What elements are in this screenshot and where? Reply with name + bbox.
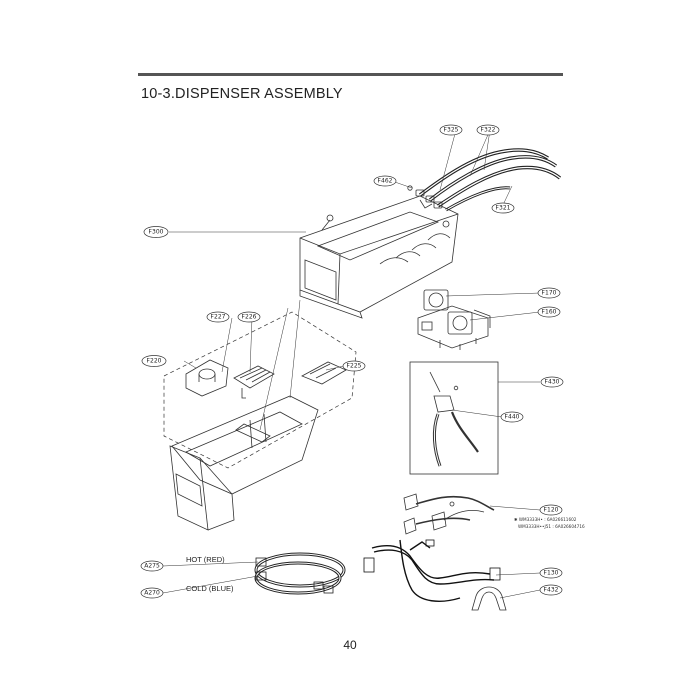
label-f227: F227 bbox=[211, 314, 226, 321]
callout-f462 bbox=[373, 175, 397, 187]
f120-note-line2: WM3333H••J51 : 6A026604716 bbox=[518, 524, 585, 529]
label-f440: F440 bbox=[505, 414, 520, 421]
label-f226: F226 bbox=[242, 314, 257, 321]
cold-hose-label: COLD (BLUE) bbox=[186, 584, 234, 593]
dispenser-drawer bbox=[169, 395, 319, 531]
callout-f227 bbox=[206, 311, 230, 323]
callout-f226 bbox=[237, 311, 261, 323]
label-f160: F160 bbox=[542, 309, 557, 316]
callout-f432 bbox=[539, 584, 563, 596]
inlet-hoses bbox=[254, 552, 346, 595]
callout-f325 bbox=[439, 124, 463, 136]
callout-f130 bbox=[539, 567, 563, 579]
hose-bundle bbox=[418, 148, 562, 212]
main-wire-harness bbox=[363, 539, 501, 602]
callout-f225 bbox=[342, 360, 366, 372]
label-a270: A270 bbox=[144, 590, 160, 597]
dispenser-housing bbox=[299, 195, 459, 319]
water-inlet-valve bbox=[417, 289, 491, 350]
label-a275: A275 bbox=[144, 563, 160, 570]
callout-a270 bbox=[140, 587, 164, 599]
label-f300: F300 bbox=[149, 229, 164, 236]
leader-lines bbox=[162, 129, 541, 599]
label-f322: F322 bbox=[481, 127, 496, 134]
label-f430: F430 bbox=[545, 379, 560, 386]
callout-a275 bbox=[140, 560, 164, 572]
harness-clamp bbox=[471, 586, 507, 611]
header-rule bbox=[138, 73, 563, 76]
label-f321: F321 bbox=[496, 205, 511, 212]
callout-f160 bbox=[537, 306, 561, 318]
label-f120: F120 bbox=[544, 507, 559, 514]
label-f462: F462 bbox=[378, 178, 393, 185]
bleach-cover bbox=[233, 365, 275, 399]
callout-f430 bbox=[540, 376, 564, 388]
page-number: 40 bbox=[343, 638, 357, 652]
label-f432: F432 bbox=[544, 587, 559, 594]
label-f225: F225 bbox=[347, 363, 362, 370]
wire-harness-f120 bbox=[403, 493, 495, 535]
hot-hose-label: HOT (RED) bbox=[186, 555, 225, 564]
callout-f300 bbox=[143, 226, 169, 238]
callout-f220 bbox=[141, 355, 167, 367]
callout-f120 bbox=[539, 504, 563, 516]
label-f220: F220 bbox=[147, 358, 162, 365]
callout-f440 bbox=[500, 411, 524, 423]
pressure-switch-hose bbox=[429, 371, 479, 467]
label-f130: F130 bbox=[544, 570, 559, 577]
softener-cap bbox=[185, 359, 229, 397]
drawer-assembly-outline bbox=[163, 311, 357, 469]
leader-lines-drawer bbox=[183, 299, 345, 431]
callout-f322 bbox=[476, 124, 500, 136]
pressure-switch-box bbox=[409, 361, 499, 475]
f120-note-line1: ✱ WM3333H• : 6A026611602 bbox=[514, 517, 577, 522]
page-title: 10-3.DISPENSER ASSEMBLY bbox=[141, 86, 343, 102]
callout-f170 bbox=[537, 287, 561, 299]
label-f170: F170 bbox=[542, 290, 557, 297]
label-f325: F325 bbox=[444, 127, 459, 134]
detergent-cover bbox=[301, 361, 347, 385]
callout-f321 bbox=[491, 202, 515, 214]
